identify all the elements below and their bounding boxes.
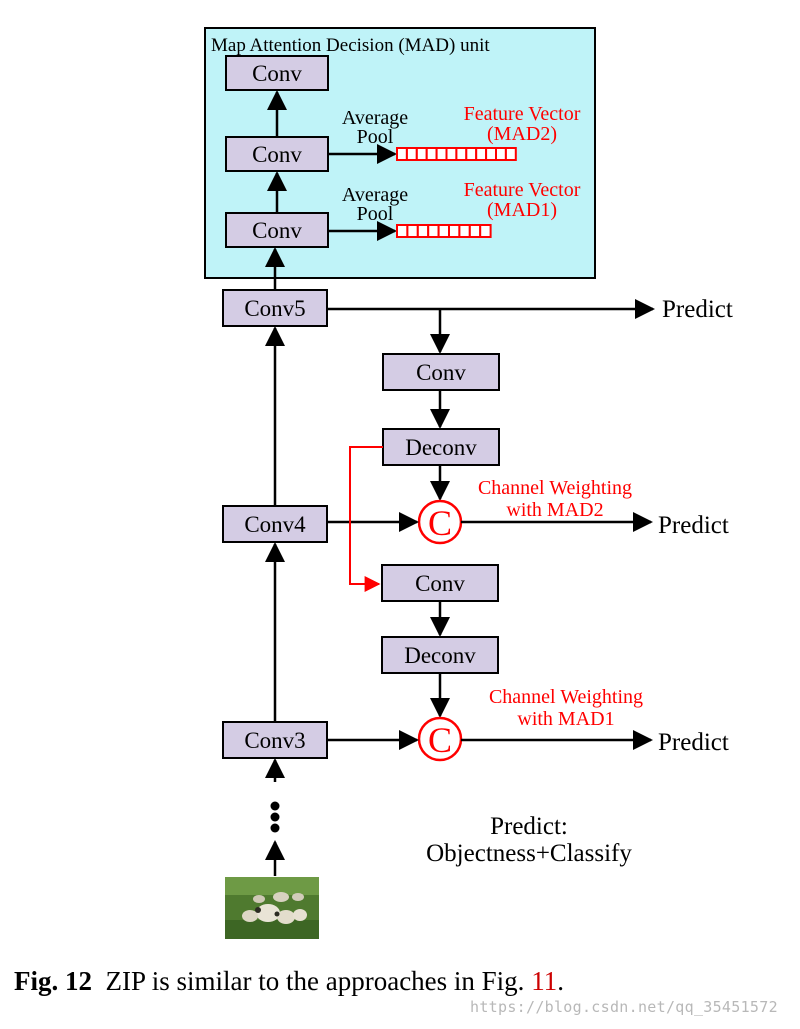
- predict-top-label: Predict: [662, 296, 733, 323]
- feature-vector-cell: [465, 147, 478, 161]
- feature-vector-mad2-line2: (MAD2): [487, 123, 557, 145]
- predict-bottom-label: Predict: [658, 729, 729, 756]
- feature-vector-mad2-bar: [396, 147, 517, 161]
- branch-conv-a-box: [382, 353, 500, 391]
- mad-unit-title: Map Attention Decision (MAD) unit: [211, 35, 490, 56]
- feature-vector-cell: [475, 147, 488, 161]
- figure-caption: Fig. 12 ZIP is similar to the approaches…: [14, 966, 564, 997]
- feature-vector-cell: [504, 147, 517, 161]
- feature-vector-cell: [437, 224, 451, 238]
- conv5-box: [222, 289, 328, 327]
- feature-vector-mad1-bar: [396, 224, 492, 238]
- conv4-label: Conv4: [244, 512, 306, 537]
- feature-vector-cell: [396, 224, 409, 238]
- concat-mad2-circled-c-icon: C: [417, 499, 463, 545]
- sheep-photo-icon: [225, 877, 319, 939]
- ellipsis-dot-1: [270, 801, 280, 811]
- legend-line1: Predict:: [490, 813, 568, 840]
- branch-deconv-b-label: Deconv: [404, 643, 476, 668]
- mad-conv-top-label: Conv: [252, 61, 302, 86]
- mad-conv-mid-label: Conv: [252, 142, 302, 167]
- feature-vector-mad2-line1: Feature Vector: [464, 103, 581, 125]
- feature-vector-cell: [425, 147, 438, 161]
- branch-conv-b-box: [381, 564, 499, 602]
- concat-mad1-circled-c-icon: C: [417, 716, 463, 762]
- svg-text:C: C: [428, 503, 452, 543]
- feature-vector-cell: [396, 147, 408, 161]
- channel-weighting-mad2-line2: with MAD2: [506, 499, 603, 521]
- feature-vector-cell: [485, 147, 498, 161]
- feature-vector-cell: [416, 224, 430, 238]
- avgpool-lower-line2: Pool: [357, 203, 394, 225]
- conv4-box: [222, 505, 328, 543]
- branch-conv-a-label: Conv: [416, 360, 466, 385]
- feature-vector-cell: [415, 147, 428, 161]
- legend-line2: Objectness+Classify: [426, 840, 632, 867]
- ellipsis-dot-2: [270, 812, 280, 822]
- red-skip-arrow: [349, 446, 383, 592]
- predict-mid-label: Predict: [658, 512, 729, 539]
- feature-vector-cell: [445, 147, 458, 161]
- feature-vector-mad1-line1: Feature Vector: [464, 179, 581, 201]
- channel-weighting-mad1-line2: with MAD1: [517, 708, 614, 730]
- conv5-label: Conv5: [244, 296, 305, 321]
- feature-vector-cell: [468, 224, 482, 238]
- feature-vector-cell: [405, 147, 418, 161]
- branch-deconv-b-box: [381, 636, 499, 674]
- feature-vector-cell: [455, 147, 468, 161]
- avgpool-upper-line1: Average: [342, 107, 408, 129]
- feature-vector-cell: [435, 147, 448, 161]
- feature-vector-cell: [458, 224, 471, 238]
- avgpool-lower-line1: Average: [342, 184, 408, 206]
- feature-vector-cell: [427, 224, 440, 238]
- caption-period: .: [557, 966, 564, 996]
- ellipsis-dot-3: [270, 823, 280, 833]
- channel-weighting-mad1-line1: Channel Weighting: [489, 686, 643, 708]
- feature-vector-cell: [479, 224, 492, 238]
- feature-vector-cell: [406, 224, 419, 238]
- feature-vector-cell: [448, 224, 461, 238]
- caption-figure-link[interactable]: 11: [531, 966, 558, 996]
- avgpool-upper-line2: Pool: [357, 126, 394, 148]
- caption-text: ZIP is similar to the approaches in Fig.: [105, 966, 525, 996]
- watermark: https://blog.csdn.net/qq_35451572: [470, 998, 778, 1016]
- feature-vector-mad1-line2: (MAD1): [487, 199, 557, 221]
- branch-deconv-a-box: [382, 428, 500, 466]
- mad-unit: Map Attention Decision (MAD) unit Conv C…: [204, 27, 596, 279]
- channel-weighting-mad2-line1: Channel Weighting: [478, 477, 632, 499]
- caption-label: Fig. 12: [14, 966, 92, 996]
- branch-deconv-a-label: Deconv: [405, 435, 477, 460]
- svg-text:C: C: [428, 720, 452, 760]
- mad-conv-bottom-label: Conv: [252, 218, 302, 243]
- feature-vector-cell: [495, 147, 507, 161]
- conv3-label: Conv3: [244, 728, 305, 753]
- branch-conv-b-label: Conv: [415, 571, 465, 596]
